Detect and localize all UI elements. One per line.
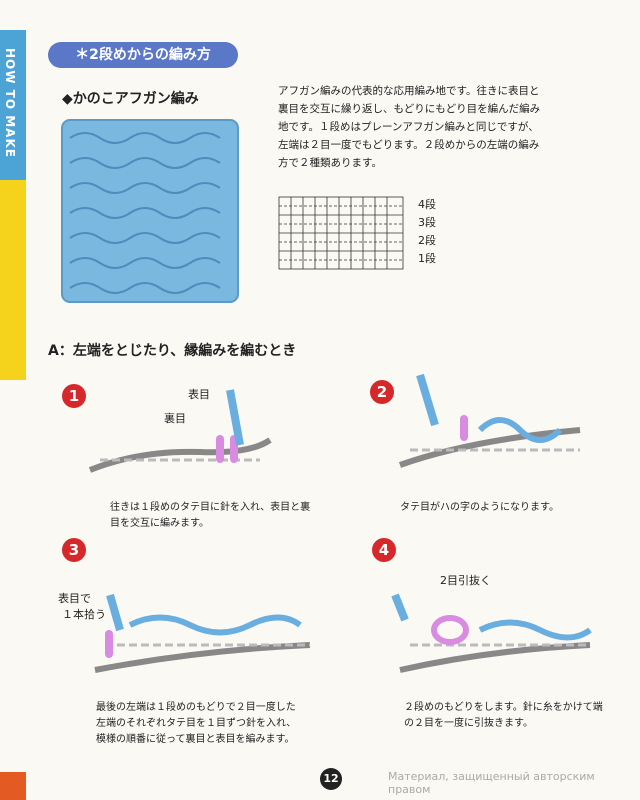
step-2-number: 2 (370, 380, 394, 404)
step-3-number: 3 (62, 538, 86, 562)
step-1-caption: 往きは１段めのタテ目に針を入れ、表目と裏 目を交互に編みます。 (110, 502, 311, 529)
subtitle: ◆かのこアフガン編み (62, 91, 199, 107)
step-3-label-line2: １本拾う (62, 608, 106, 621)
chart-row-2: 2段 (418, 234, 436, 247)
step-3-label-line1: 表目で (58, 592, 91, 605)
step-4-number: 4 (372, 538, 396, 562)
chart-row-4: 4段 (418, 198, 436, 211)
step-4-label: 2目引抜く (440, 574, 491, 587)
step-3-caption: 最後の左端は１段めのもどりで２目一度した 左端のそれぞれタテ目を１目ずつ針を入れ… (96, 702, 297, 745)
step-4-caption: ２段めのもどりをします。針に糸をかけて端 の２目を一度に引抜きます。 (404, 702, 603, 729)
step-1-label-purl: 裏目 (164, 412, 186, 425)
watermark: Материал, защищенный авторским правом (388, 770, 595, 796)
step-2-caption: タテ目がハの字のようになります。 (400, 502, 559, 513)
chart-row-1: 1段 (418, 252, 436, 265)
step-4-diagram (391, 593, 592, 673)
sidebar-red-band (0, 772, 26, 800)
step-3-diagram (94, 593, 311, 673)
section-a-title: A：左端をとじたり、縁編みを編むとき (48, 343, 297, 359)
chart-row-3: 3段 (418, 216, 436, 229)
knit-swatch-image (61, 119, 239, 303)
stitch-chart-grid (278, 196, 404, 270)
step-2-diagram (398, 373, 581, 468)
page-number: 12 (320, 768, 342, 790)
sidebar-blue-band (0, 30, 26, 180)
sidebar-label: HOW TO MAKE (3, 48, 17, 158)
step-1-diagram (88, 389, 272, 473)
stitch-chart: 4段 3段 2段 1段 (278, 192, 458, 272)
step-1-number: 1 (62, 384, 86, 408)
sidebar: HOW TO MAKE (0, 0, 26, 800)
description: アフガン編みの代表的な応用編み地です。往きに表目と 裏目を交互に繰り返し、もどり… (278, 85, 541, 169)
section-title: ＊2段めからの編み方 (48, 42, 238, 68)
sidebar-yellow-band (0, 180, 26, 380)
step-1-label-knit: 表目 (188, 388, 210, 401)
